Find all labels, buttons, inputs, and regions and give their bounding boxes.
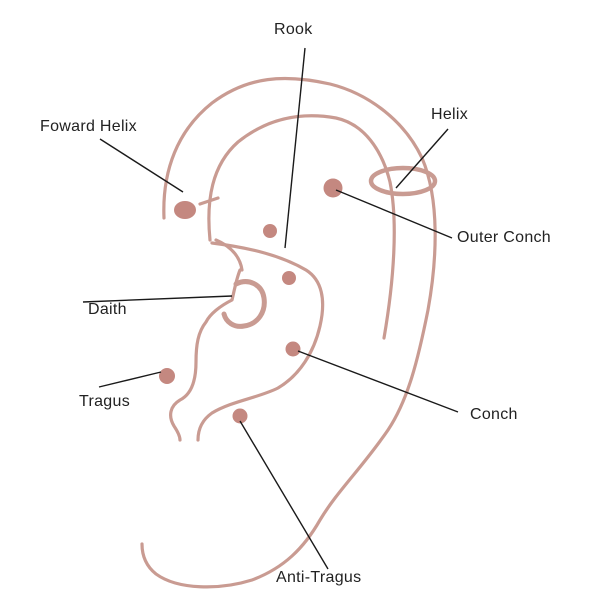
outer-helix-rim: [140, 76, 437, 589]
antihelix: [196, 241, 325, 442]
anti-tragus-dot: [232, 408, 248, 424]
ear-outline: [140, 76, 437, 589]
leader-tragus: [98, 371, 162, 388]
leader-daith: [82, 295, 233, 303]
tragus-outline: [169, 268, 242, 442]
leader-anti-tragus: [239, 420, 329, 570]
conch-dot: [285, 341, 301, 357]
helix-hoop: [368, 165, 438, 197]
forward-helix-dash: [198, 196, 220, 206]
daith-hoop: [221, 279, 267, 329]
leader-lines: [82, 47, 459, 570]
label-forward-helix: Foward Helix: [40, 118, 137, 135]
leader-forward-helix: [99, 138, 184, 193]
label-outer-conch: Outer Conch: [457, 229, 552, 246]
label-helix: Helix: [431, 106, 469, 123]
label-tragus: Tragus: [79, 393, 131, 410]
forward-helix-dot: [174, 201, 196, 219]
leader-outer-conch: [335, 189, 453, 239]
label-anti-tragus: Anti-Tragus: [276, 569, 362, 586]
leader-conch: [297, 350, 459, 413]
leader-rook: [284, 47, 306, 249]
leader-helix: [395, 128, 449, 189]
label-daith: Daith: [88, 301, 127, 318]
tragus-dot: [159, 368, 175, 384]
label-conch: Conch: [470, 406, 518, 423]
rook-dot-lower: [282, 271, 296, 285]
outer-conch-dot: [323, 178, 343, 198]
label-rook: Rook: [274, 21, 313, 38]
rook-dot-upper: [263, 224, 277, 238]
piercing-dots: [159, 178, 343, 424]
helix-crus: [214, 238, 244, 272]
inner-helix-ridge: [207, 114, 396, 340]
